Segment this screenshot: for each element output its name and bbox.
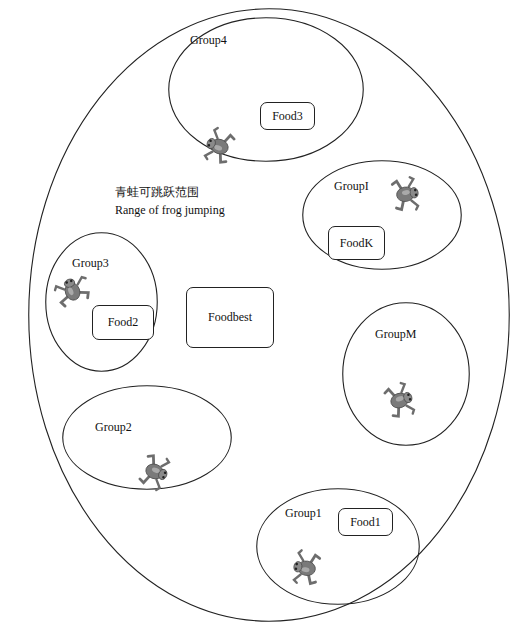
range-label: Range of frog jumping bbox=[115, 203, 225, 217]
group-ellipse: FoodK GroupI bbox=[302, 160, 462, 270]
food-box: Food1 bbox=[338, 508, 393, 536]
ellipse-shape bbox=[303, 161, 462, 270]
food-label: FoodK bbox=[340, 236, 373, 250]
group-ellipse: Group2 bbox=[62, 385, 232, 490]
group-label: Group4 bbox=[190, 33, 227, 47]
ellipse-shape bbox=[63, 386, 232, 490]
food-label: Food1 bbox=[350, 515, 381, 529]
frog-icon bbox=[138, 453, 172, 492]
group-ellipse: Food3 Group4 bbox=[168, 17, 364, 162]
ellipse-outline bbox=[256, 488, 420, 605]
range-label: 青蛙可跳跃范围 bbox=[115, 185, 199, 199]
frog-icon bbox=[53, 274, 92, 308]
food-box: Food3 bbox=[260, 102, 315, 130]
food-label: Food2 bbox=[108, 315, 139, 329]
frog-icon bbox=[202, 126, 236, 165]
food-box: FoodK bbox=[328, 226, 385, 260]
group-ellipse: Food1 Group1 bbox=[256, 488, 420, 605]
ellipse-shape bbox=[169, 18, 364, 162]
food-label: Food3 bbox=[272, 109, 303, 123]
group-label: Group3 bbox=[72, 256, 109, 270]
food-box: Food2 bbox=[92, 305, 154, 340]
group-label: Group1 bbox=[285, 506, 322, 520]
group-ellipse: GroupM bbox=[342, 302, 470, 446]
food-box: Foodbest bbox=[186, 287, 274, 348]
ellipse-outline bbox=[45, 232, 158, 372]
frog-icon bbox=[291, 550, 320, 586]
range-ellipse: Food3 Group4FoodK GroupI Food2 Group3Foodbes… bbox=[28, 8, 510, 622]
group-label: GroupM bbox=[375, 327, 416, 341]
group-label: Group2 bbox=[95, 420, 132, 434]
group-label: GroupI bbox=[334, 179, 369, 193]
ellipse-outline bbox=[342, 302, 470, 446]
group-ellipse: Food2 Group3 bbox=[45, 232, 158, 372]
ellipse-shape bbox=[257, 489, 420, 605]
food-label: Foodbest bbox=[208, 310, 252, 324]
ellipse-shape bbox=[46, 233, 158, 372]
ellipse-outline bbox=[62, 385, 232, 490]
ellipse-shape bbox=[343, 303, 470, 446]
frog-icon bbox=[392, 176, 421, 212]
ellipse-shape bbox=[29, 9, 510, 622]
frog-icon bbox=[383, 381, 417, 420]
